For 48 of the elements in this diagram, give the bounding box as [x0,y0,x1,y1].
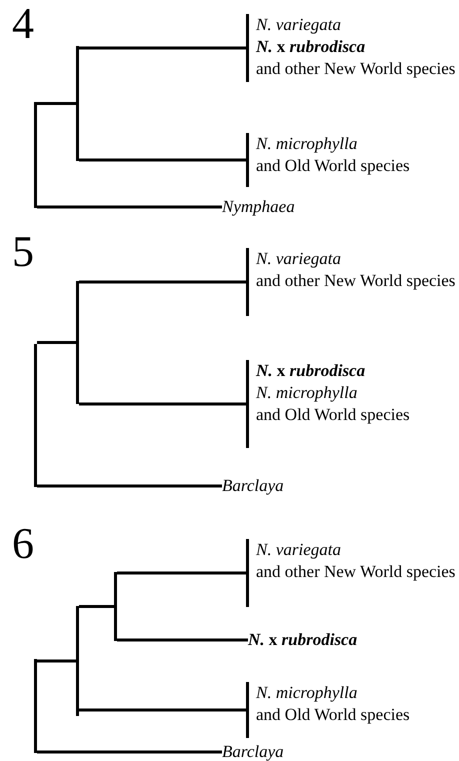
panel-number: 5 [12,230,34,274]
taxon-name: and Old World species [256,704,410,726]
tree-branch [79,708,246,712]
clade-bar [246,248,456,316]
tree-branch [37,341,76,344]
tree-branch [117,572,246,574]
taxon-name: N. x rubrodisca [256,36,366,58]
taxon-name: and other New World species [256,270,456,292]
taxon-name: N. variegata [256,539,342,561]
clade-node [34,659,37,753]
taxon-name: N. microphylla [256,382,358,404]
tree-branch [37,660,76,662]
clade-bar [246,14,456,82]
clade-node [34,344,37,487]
taxon-name: and other New World species [256,561,456,583]
taxon-name: and Old World species [256,155,410,177]
clade-node [114,572,117,641]
panel-number: 6 [12,522,34,566]
taxon-name: N. microphylla [256,133,358,155]
taxon-name: N. variegata [256,14,342,36]
clade-node [34,102,37,208]
clade-node [76,606,79,716]
tree-branch [79,46,246,50]
clade-node [76,46,79,161]
panel-number: 4 [12,2,34,46]
taxon-name: N. variegata [256,248,342,270]
taxon-name: N. x rubrodisca [248,629,358,651]
taxon-name: and Old World species [256,404,410,426]
tree-branch [37,206,222,208]
taxon-name: Barclaya [222,741,284,761]
taxon-name: N. x rubrodisca [256,360,366,382]
taxon-name: Barclaya [222,475,284,497]
tree-branch [79,158,246,162]
clade-bar [246,360,410,448]
tree-branch [37,750,222,754]
taxon-name: Nymphaea [222,196,295,218]
clade-bar [246,133,410,187]
clade-node [76,281,79,404]
tree-branch [79,605,114,608]
clade-bar [246,539,456,607]
clade-bar [246,682,410,738]
tree-branch [79,402,246,406]
tree-branch [117,638,248,642]
tree-branch [37,102,76,105]
tree-branch [79,280,246,284]
taxon-name: N. microphylla [256,682,358,704]
taxon-name: and other New World species [256,58,456,80]
tree-branch [37,484,222,488]
